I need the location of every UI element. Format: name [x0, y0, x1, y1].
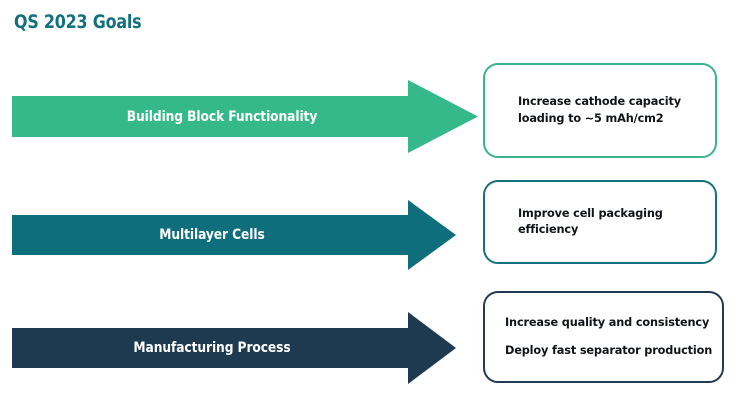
goal-row-manufacturing-process: Manufacturing Process Increase quality a…: [0, 289, 743, 385]
card-line: Increase cathode capacity: [518, 95, 681, 109]
goal-card-multilayer-cells: Improve cell packaging efficiency: [483, 180, 717, 264]
arrow-shape-icon: [12, 80, 478, 153]
arrow-building-block-functionality[interactable]: Building Block Functionality: [12, 80, 478, 153]
card-line: loading to ~5 mAh/cm2: [518, 111, 664, 125]
card-line: Deploy fast separator production: [505, 343, 713, 357]
arrow-shape-icon: [12, 312, 456, 384]
goal-row-multilayer-cells: Multilayer Cells Improve cell packaging …: [0, 178, 743, 270]
arrow-shape-icon: [12, 200, 456, 270]
goal-card-building-block-functionality: Increase cathode capacity loading to ~5 …: [483, 63, 717, 158]
arrow-manufacturing-process[interactable]: Manufacturing Process: [12, 312, 456, 384]
goal-row-building-block-functionality: Building Block Functionality Increase ca…: [0, 58, 743, 158]
card-line: efficiency: [518, 223, 579, 236]
card-line: Increase quality and consistency: [505, 315, 710, 329]
arrow-multilayer-cells[interactable]: Multilayer Cells: [12, 200, 456, 270]
goal-card-manufacturing-process: Increase quality and consistency Deploy …: [483, 291, 724, 383]
page-title: QS 2023 Goals: [14, 11, 142, 33]
card-line: Improve cell packaging: [518, 206, 663, 220]
